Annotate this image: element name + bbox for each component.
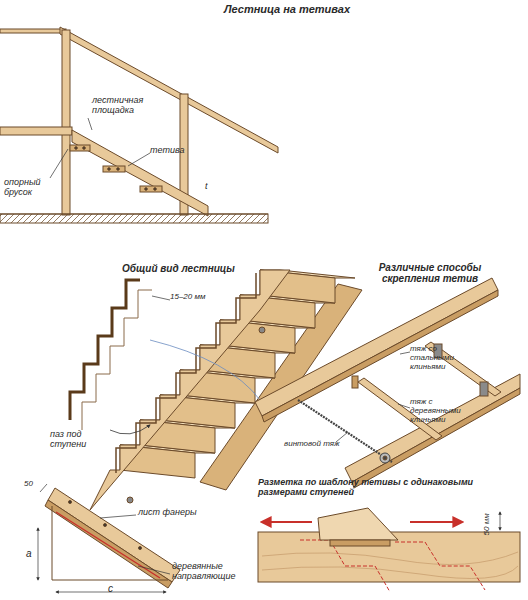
stroke [139,547,142,550]
stroke [330,540,390,546]
label: t [205,182,208,192]
stroke [88,118,92,130]
label: лист фанеры [138,508,197,518]
label: тяж со стальными клиньями [410,345,470,371]
plywood-template [38,484,180,592]
groove-detail [82,290,152,430]
stroke [140,186,162,192]
stroke [104,524,107,527]
stroke [70,145,90,151]
stroke [145,188,148,191]
stroke [262,552,518,579]
groove-detail [70,280,140,420]
stroke [395,542,485,590]
stroke [258,532,520,582]
stroke [72,130,208,216]
stroke [100,515,136,518]
leader [152,296,170,300]
stroke [398,404,410,408]
bolt [259,327,265,333]
stroke [262,290,498,422]
stroke [300,540,390,592]
label: Различные способы скрепления тетив [350,262,510,284]
stroke [383,456,387,460]
stroke [318,508,398,540]
stroke [262,521,312,523]
stroke [48,488,180,582]
stroke [56,512,160,578]
stroke [62,30,70,215]
stringer [90,270,290,510]
label: Разметка по шаблону тетивы с одинаковыми… [258,478,524,498]
pointer [110,425,150,434]
stroke [117,168,120,171]
groove [116,273,256,473]
stroke [0,214,268,215]
stroke [352,376,358,388]
label: a [26,548,32,559]
stroke [50,149,68,178]
bolt [127,497,133,503]
label: деревянные направляющие [172,562,252,582]
label: опорный брусок [4,178,60,198]
stroke [103,166,125,172]
stroke [83,147,86,150]
stroke [380,453,390,463]
pointer [150,340,260,400]
label: 50 [24,480,33,489]
stroke [128,153,150,166]
label: паз под ступени [50,430,110,450]
stroke [154,188,157,191]
stroke [40,484,47,492]
stringer-ties [255,278,520,488]
stroke [0,29,66,33]
stroke [400,352,410,354]
label: винтовой тяж [284,440,340,449]
label: тетива [150,146,184,156]
stroke [0,214,268,223]
label: Общий вид лестницы [122,263,235,274]
label: 50 мм [483,513,492,535]
stroke [38,528,39,580]
stroke [480,382,488,396]
stroke [0,127,72,135]
stroke [298,400,392,462]
stroke [500,512,501,530]
title: Лестница на тетивах [224,3,350,15]
house-section [0,27,278,223]
stroke [60,27,278,153]
stroke [108,168,111,171]
marking-board [258,508,520,592]
stroke [410,521,462,523]
label: тяж с деревянными клиньями [410,398,482,424]
label: 15–20 мм [170,293,205,302]
stroke [75,147,78,150]
label: c [108,583,113,594]
stroke [138,566,170,574]
stroke [69,501,72,504]
label: лестничная площадка [92,96,154,116]
